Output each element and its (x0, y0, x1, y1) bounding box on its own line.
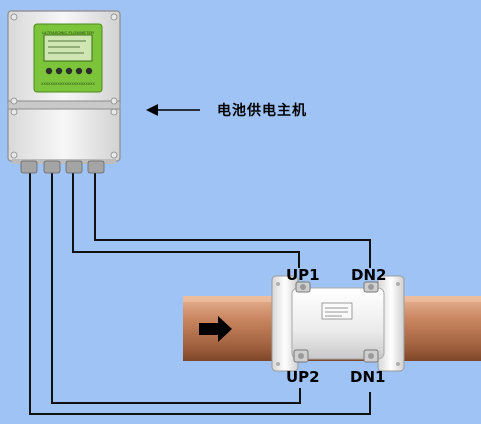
cable-dn1 (29, 170, 371, 415)
device-footer: XXXXXXXXXXXXXXXXXXXXXXX (41, 82, 95, 86)
label-up1: UP1 (286, 266, 320, 284)
main-unit-label: 电池供电主机 (217, 103, 307, 119)
cable-group (29, 168, 371, 415)
arrow-right-icon (199, 316, 232, 342)
lcd-lines (48, 40, 86, 54)
lcd-screen (43, 34, 93, 62)
transducer-up2 (293, 349, 309, 363)
transducer-up1 (295, 281, 311, 293)
flange-bolts (276, 282, 400, 366)
label-dn2: DN2 (351, 266, 387, 284)
transducer-dn1 (363, 349, 379, 363)
cable-up2 (51, 170, 301, 404)
transducer-dn2 (363, 281, 379, 293)
keypad (45, 67, 93, 75)
cable-dn2 (94, 168, 371, 268)
main-unit (7, 10, 121, 174)
arrow-left-icon (146, 104, 200, 116)
label-dn1: DN1 (350, 368, 386, 386)
cable-up1 (72, 170, 300, 268)
device-title: ULTRASONIC FLOWMETER (41, 30, 95, 35)
flow-sensor (271, 275, 405, 372)
label-up2: UP2 (286, 368, 320, 386)
cable-glands (20, 160, 105, 174)
